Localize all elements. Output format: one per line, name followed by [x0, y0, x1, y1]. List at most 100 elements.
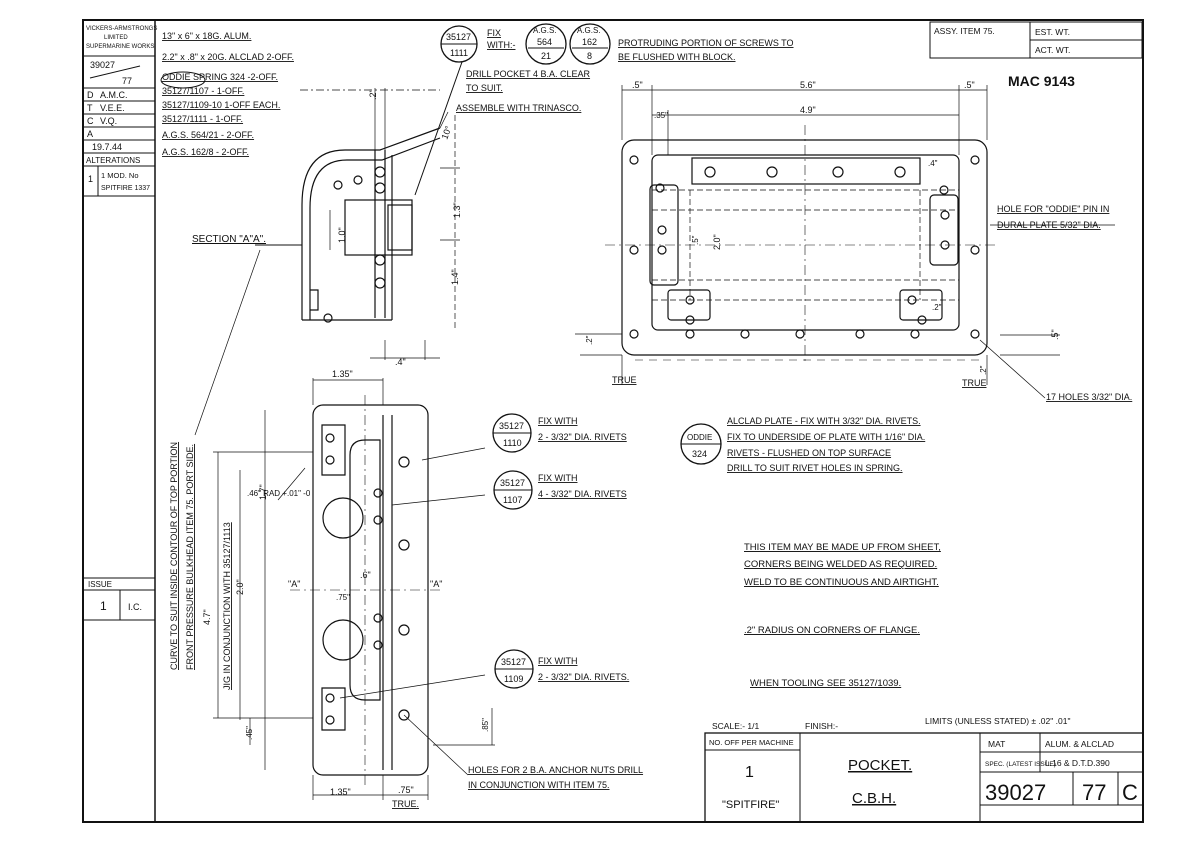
fix-label-2: WITH:- [487, 40, 516, 50]
spec-label: SPEC. (LATEST ISSUE) [985, 761, 1056, 768]
plan-dim-left: .5" [632, 80, 643, 90]
general-note-1: THIS ITEM MAY BE MADE UP FROM SHEET, [744, 542, 941, 553]
spec-value: L.16 & D.T.D.390 [1045, 758, 1110, 768]
drawing-title-2: C.B.H. [852, 790, 896, 807]
signoff-role-c: C [87, 116, 94, 126]
material-item-8: A.G.S. 162/8 - 2-OFF. [162, 147, 249, 157]
anchor-line-2: IN CONJUNCTION WITH ITEM 75. [468, 780, 610, 790]
general-notes: THIS ITEM MAY BE MADE UP FROM SHEET, COR… [744, 542, 941, 689]
alteration-line-1: 1 MOD. No [101, 171, 139, 180]
sec-dim-13: 1.3" [452, 202, 462, 218]
title-block: SCALE:- 1/1 FINISH:- LIMITS (UNLESS STAT… [704, 716, 1144, 823]
fix-part-bottom: 1111 [450, 48, 468, 58]
material-item-2: 2.2" x .8" x 20G. ALCLAD 2-OFF. [162, 52, 294, 62]
drawing-title-1: POCKET. [848, 757, 912, 774]
plan-dim-35: .35" [654, 111, 668, 120]
plan-dim-04: .4" [928, 159, 938, 168]
front-dim-bottom: 1.35" [330, 787, 351, 797]
rivet2-line-2: 4 - 3/32" DIA. RIVETS [538, 489, 627, 499]
issue-initials: I.C. [128, 602, 142, 612]
ags2-size: 8 [587, 51, 592, 61]
plan-dim-023: .2" [979, 365, 988, 375]
material-item-5: 35127/1109-10 1-OFF EACH. [162, 100, 280, 110]
machine-name: "SPITFIRE" [722, 799, 779, 811]
material-item-4: 35127/1107 - 1-OFF. [162, 86, 244, 96]
ags2-label: A.G.S. [577, 26, 601, 35]
company-line-2: LIMITED [104, 35, 128, 41]
company-line-3: SUPERMARINE WORKS [86, 44, 154, 50]
plan-dims: .5" 5.6" .5" .35" 4.9" 2.0" .4" .5" .2" … [585, 80, 1132, 402]
plan-dim-05: .5" [691, 235, 700, 245]
front-dim-20: 2.0" [235, 579, 245, 595]
ags1-label: A.G.S. [533, 26, 557, 35]
est-weight: EST. WT. [1035, 27, 1070, 37]
plan-dim-025: .2" [932, 303, 942, 312]
hole-note-1: HOLE FOR "ODDIE" PIN IN [997, 204, 1109, 214]
section-label: SECTION "A"A". [192, 234, 266, 245]
drawing-border [82, 19, 1144, 823]
anchor-line-1: HOLES FOR 2 B.A. ANCHOR NUTS DRILL [468, 765, 643, 775]
general-note-3: WELD TO BE CONTINUOUS AND AIRTIGHT. [744, 577, 939, 588]
ags1-size: 21 [541, 51, 551, 61]
mat-label: MAT [988, 739, 1005, 749]
no-off-label: NO. OFF PER MACHINE [709, 738, 794, 747]
front-true: TRUE. [392, 799, 419, 809]
rivet1-top: 35127 [499, 421, 524, 431]
plan-true-left: TRUE [612, 375, 637, 385]
material-list: 13" x 6" x 18G. ALUM. 2.2" x .8" x 20G. … [160, 31, 294, 157]
protrude-line-2: BE FLUSHED WITH BLOCK. [618, 52, 736, 62]
vertical-note-1: CURVE TO SUIT INSIDE CONTOUR OF TOP PORT… [169, 442, 179, 670]
vertical-note-2: FRONT PRESSURE BULKHEAD ITEM 75. PORT SI… [185, 444, 195, 670]
sec-dim-10: 1.0" [337, 227, 347, 243]
vertical-notes: CURVE TO SUIT INSIDE CONTOUR OF TOP PORT… [169, 442, 232, 690]
rivet2-bottom: 1107 [503, 495, 522, 505]
assy-item: ASSY. ITEM 75. [934, 26, 995, 36]
general-note-2: CORNERS BEING WELDED AS REQUIRED. [744, 559, 937, 570]
front-dim-075b: .75" [336, 593, 350, 602]
sec-dim-02: .2" [368, 89, 378, 100]
anchor-note: HOLES FOR 2 B.A. ANCHOR NUTS DRILL IN CO… [468, 765, 643, 790]
drill-line-2: TO SUIT. [466, 83, 503, 93]
signoff-initials-t: V.E.E. [100, 103, 125, 113]
front-dim-top: 1.35" [332, 369, 353, 379]
finish-label: FINISH:- [805, 721, 838, 731]
front-dim-045: .45" [245, 726, 254, 740]
limits-label: LIMITS (UNLESS STATED) ± .02" .01" [925, 716, 1070, 726]
left-drawing-no: 39027 [90, 60, 115, 70]
ags1-number: 564 [537, 37, 552, 47]
front-dim-06: .6" [360, 570, 371, 580]
general-note-5: WHEN TOOLING SEE 35127/1039. [750, 678, 901, 689]
rivet2-top: 35127 [500, 478, 525, 488]
front-dim-47: 4.7" [202, 609, 212, 625]
drawing-date: 19.7.44 [92, 142, 122, 152]
assembly-box: ASSY. ITEM 75. EST. WT. ACT. WT. [929, 21, 1143, 59]
plan-true-right: TRUE [962, 378, 987, 388]
signoff-initials-c: V.Q. [100, 116, 117, 126]
drg-number: 39027 [985, 780, 1046, 805]
plan-view [575, 85, 1115, 399]
rivet1-line-2: 2 - 3/32" DIA. RIVETS [538, 432, 627, 442]
plan-dim-20: 2.0" [712, 234, 722, 250]
svg-text:1: 1 [88, 174, 93, 184]
front-view [194, 249, 495, 800]
ags2-number: 162 [582, 37, 597, 47]
plan-dim-overall: 5.6" [800, 80, 816, 90]
front-dim-17: 1.7" [258, 484, 268, 500]
section-aa-view [300, 88, 460, 360]
mat-value: ALUM. & ALCLAD [1045, 739, 1114, 749]
plan-dim-022: .2" [585, 335, 594, 345]
fix-label-1: FIX [487, 28, 501, 38]
front-dim-075: .75" [398, 785, 414, 795]
oddie-line-4: DRILL TO SUIT RIVET HOLES IN SPRING. [727, 463, 903, 473]
issue-number: 1 [100, 599, 107, 613]
mac-stamp: MAC 9143 [1008, 73, 1075, 89]
rivet3-line-2: 2 - 3/32" DIA. RIVETS. [538, 672, 629, 682]
front-dim-085: .85" [481, 718, 490, 732]
signoff-initials-d: A.M.C. [100, 90, 128, 100]
rivet3-top: 35127 [501, 657, 526, 667]
drg-suffix: C [1122, 780, 1138, 805]
sec-dim-angle: 10° [439, 124, 453, 141]
signoff-role-t: T [87, 103, 93, 113]
scale-label: SCALE:- 1/1 [712, 721, 760, 731]
